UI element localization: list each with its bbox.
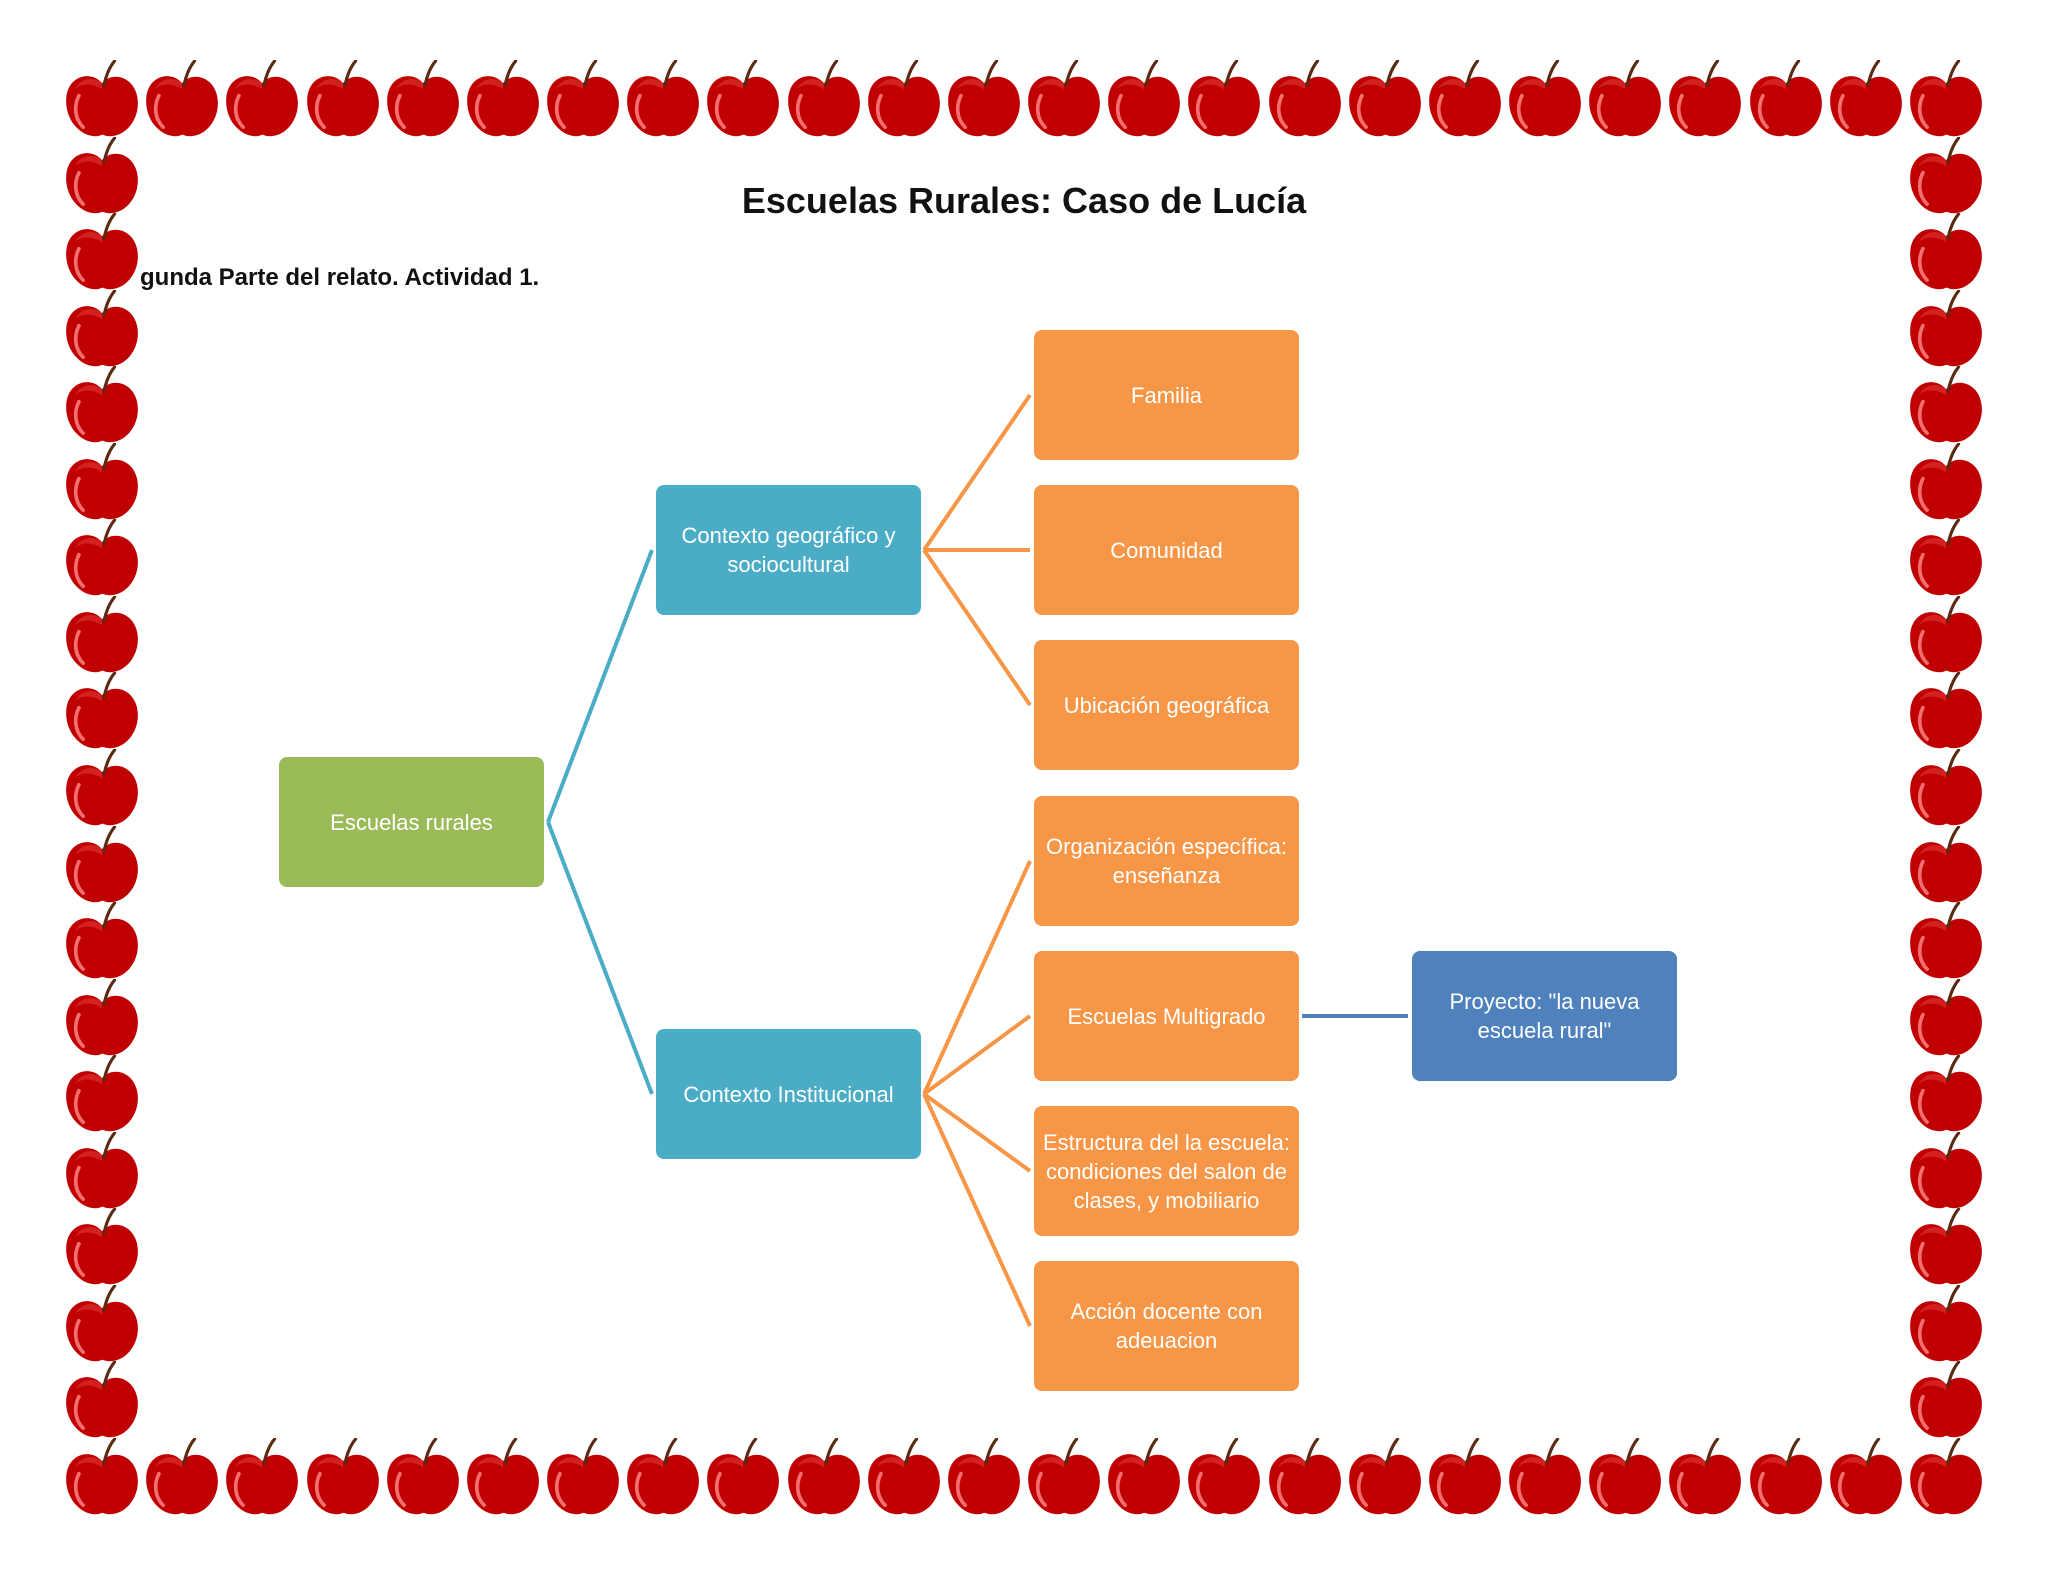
node-accion-docente: Acción docente con adeuacion	[1034, 1261, 1299, 1391]
node-familia: Familia	[1034, 330, 1299, 460]
page-subtitle: gunda Parte del relato. Actividad 1.	[140, 264, 540, 291]
connector-inst-accion	[922, 1093, 1032, 1327]
node-proyecto-nueva-escuela: Proyecto: "la nueva escuela rural"	[1412, 951, 1677, 1081]
connector-inst-multigrado	[922, 1014, 1032, 1096]
connector-geo-ubicacion	[922, 548, 1032, 707]
connector-inst-estructura	[922, 1092, 1032, 1173]
connector-geo-familia	[922, 393, 1032, 552]
node-organizacion-especifica: Organización específica: enseñanza	[1034, 796, 1299, 926]
connector-root-inst	[546, 821, 654, 1095]
node-estructura-escuela: Estructura del la escuela: condiciones d…	[1034, 1106, 1299, 1236]
node-comunidad: Comunidad	[1034, 485, 1299, 615]
node-escuelas-rurales: Escuelas rurales	[279, 757, 544, 887]
node-ubicacion-geografica: Ubicación geográfica	[1034, 640, 1299, 770]
node-contexto-geografico: Contexto geográfico y sociocultural	[656, 485, 921, 615]
connector-root-geo	[546, 549, 654, 823]
connector-inst-organizacion	[922, 860, 1032, 1095]
page-title: Escuelas Rurales: Caso de Lucía	[741, 180, 1307, 221]
node-contexto-institucional: Contexto Institucional	[656, 1029, 921, 1159]
node-escuelas-multigrado: Escuelas Multigrado	[1034, 951, 1299, 1081]
